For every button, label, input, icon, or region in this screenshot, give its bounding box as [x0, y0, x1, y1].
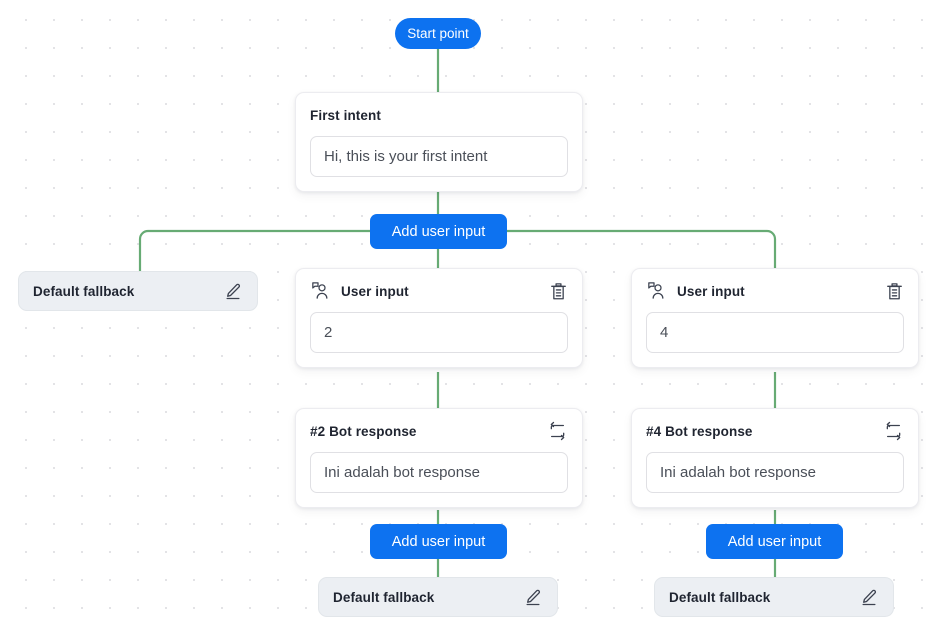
- bot-response-value-field-2[interactable]: Ini adalah bot response: [646, 452, 904, 493]
- user-input-value-field-2[interactable]: 4: [646, 312, 904, 353]
- default-fallback-card-left[interactable]: Default fallback: [18, 271, 258, 311]
- start-point-button[interactable]: Start point: [395, 18, 481, 49]
- bot-response-header-1: #2 Bot response: [310, 421, 568, 441]
- swap-arrows-icon[interactable]: [547, 421, 568, 441]
- default-fallback-label: Default fallback: [333, 589, 435, 605]
- bot-response-card-2[interactable]: #4 Bot response Ini adalah bot response: [631, 408, 919, 508]
- pencil-icon[interactable]: [523, 587, 543, 607]
- default-fallback-card-branch-2[interactable]: Default fallback: [654, 577, 894, 617]
- bot-response-card-1[interactable]: #2 Bot response Ini adalah bot response: [295, 408, 583, 508]
- bot-response-title-1: #2 Bot response: [310, 423, 417, 439]
- bot-response-title-2: #4 Bot response: [646, 423, 753, 439]
- user-input-header-1: User input: [310, 281, 568, 301]
- swap-arrows-icon[interactable]: [883, 421, 904, 441]
- add-user-input-button-branch-1[interactable]: Add user input: [370, 524, 507, 559]
- default-fallback-label: Default fallback: [33, 283, 135, 299]
- add-user-input-button-root[interactable]: Add user input: [370, 214, 507, 249]
- bot-response-header-2: #4 Bot response: [646, 421, 904, 441]
- default-fallback-card-branch-1[interactable]: Default fallback: [318, 577, 558, 617]
- user-input-title-2: User input: [677, 283, 745, 299]
- user-input-title-1: User input: [341, 283, 409, 299]
- user-input-card-1[interactable]: User input 2: [295, 268, 583, 368]
- user-input-card-2[interactable]: User input 4: [631, 268, 919, 368]
- trash-icon[interactable]: [885, 281, 904, 302]
- first-intent-message-field[interactable]: Hi, this is your first intent: [310, 136, 568, 177]
- user-speech-icon: [310, 281, 332, 301]
- first-intent-card[interactable]: First intent Hi, this is your first inte…: [295, 92, 583, 192]
- default-fallback-label: Default fallback: [669, 589, 771, 605]
- user-input-value-field-1[interactable]: 2: [310, 312, 568, 353]
- add-user-input-button-branch-2[interactable]: Add user input: [706, 524, 843, 559]
- pencil-icon[interactable]: [859, 587, 879, 607]
- user-input-header-2: User input: [646, 281, 904, 301]
- user-speech-icon: [646, 281, 668, 301]
- first-intent-header: First intent: [310, 105, 568, 125]
- trash-icon[interactable]: [549, 281, 568, 302]
- first-intent-title: First intent: [310, 107, 381, 123]
- pencil-icon[interactable]: [223, 281, 243, 301]
- bot-response-value-field-1[interactable]: Ini adalah bot response: [310, 452, 568, 493]
